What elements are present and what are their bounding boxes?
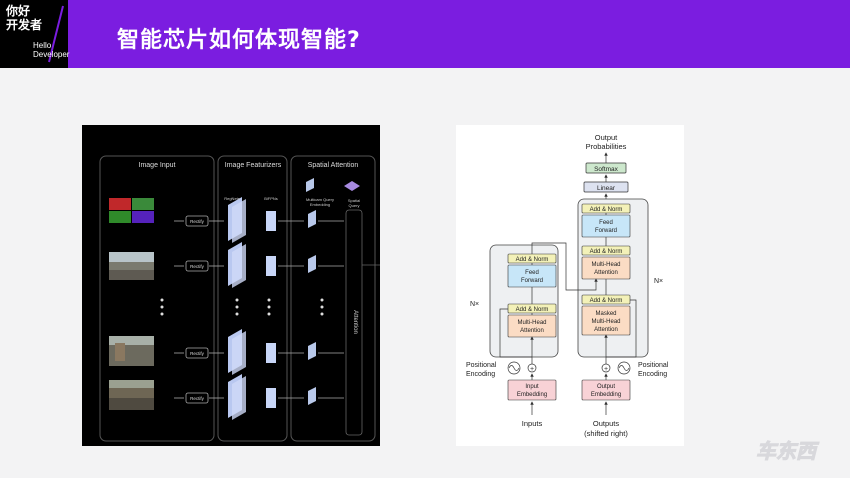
outputs-line2: (shifted right): [584, 429, 628, 438]
output-prob-line2: Probabilities: [586, 142, 627, 151]
dec-addnorm-1-label: Add & Norm: [590, 298, 623, 304]
watermark-text: 车东西: [756, 439, 820, 463]
decoder-nx-label: N×: [654, 278, 663, 285]
camera-image-2: [109, 252, 154, 280]
section-image-input: Image Input: [139, 162, 176, 169]
section-image-featurizers: Image Featurizers: [225, 162, 282, 169]
enc-ff-line2: Forward: [521, 278, 543, 284]
featurizer-box: [217, 155, 288, 442]
enc-mha-line1: Multi-Head: [517, 320, 546, 326]
dec-pos-line1: Positional: [638, 362, 669, 369]
watermark-logo: 车东西: [756, 439, 821, 464]
dec-masked-line3: Attention: [594, 327, 618, 333]
output-emb-line1: Output: [597, 384, 615, 390]
attention-arrows: [318, 220, 344, 399]
logo-cn-line1: 你好: [6, 4, 31, 18]
camera-image-1: [109, 198, 154, 223]
dec-add-icon: [601, 363, 611, 373]
enc-pos-line2: Encoding: [466, 371, 495, 378]
image-input-box: [99, 155, 215, 442]
inputs-label: Inputs: [522, 419, 543, 428]
dec-addnorm-2-label: Add & Norm: [590, 249, 623, 255]
logo-cn-line2: 开发者: [6, 18, 43, 32]
tesla-architecture-diagram: Image Input Image Featurizers Spatial At…: [82, 125, 380, 446]
svg-text:+: +: [604, 366, 608, 373]
rectify-label-4: Rectify: [190, 396, 205, 401]
camera-image-3: [109, 336, 154, 366]
spatial-attention-box: [290, 155, 376, 442]
outputs-line1: Outputs: [593, 419, 620, 428]
row-2: Rectify: [174, 242, 304, 288]
dec-masked-line2: Multi-Head: [591, 319, 620, 325]
input-emb-line1: Input: [525, 384, 539, 390]
dec-pos-line2: Encoding: [638, 371, 667, 378]
row-3: Rectify: [174, 329, 304, 375]
enc-mha-line2: Attention: [520, 328, 544, 334]
spatial-query-icon: [344, 181, 360, 191]
dec-mha-line2: Attention: [594, 270, 618, 276]
transformer-diagram: Output Probabilities Softmax Linear Add …: [456, 125, 684, 446]
output-emb-line2: Embedding: [591, 392, 621, 398]
rectify-label-2: Rectify: [190, 264, 205, 269]
dec-addnorm-3-label: Add & Norm: [590, 207, 623, 213]
input-emb-line2: Embedding: [517, 392, 547, 398]
attention-block: [345, 209, 363, 436]
spatial-query-line1: Spatial: [348, 198, 360, 203]
enc-pos-line1: Positional: [466, 362, 497, 369]
enc-ff-line1: Feed: [525, 270, 539, 276]
rectify-label-3: Rectify: [190, 351, 205, 356]
encoder-nx-label: N×: [470, 301, 479, 308]
regnets-label: RegNets: [224, 196, 240, 201]
enc-addnorm-2-label: Add & Norm: [516, 257, 549, 263]
attention-label: Attention: [352, 310, 358, 334]
linear-label: Linear: [597, 185, 616, 192]
query-cubes: [306, 178, 316, 405]
svg-text:+: +: [530, 366, 534, 373]
spatial-query-line2: Query: [349, 203, 360, 208]
dec-mha-line1: Multi-Head: [591, 262, 620, 268]
logo-en-line1: Hello: [33, 41, 52, 50]
multicam-query-line1: Multicam Query: [306, 197, 334, 202]
dec-masked-line1: Masked: [595, 311, 616, 317]
softmax-label: Softmax: [594, 166, 619, 173]
slide-title: 智能芯片如何体现智能?: [117, 28, 361, 53]
output-prob-line1: Output: [595, 133, 618, 142]
logo-en-line2: Developer: [33, 50, 70, 59]
ellipsis-dots: [160, 298, 324, 316]
dec-ff-line2: Forward: [595, 228, 617, 234]
enc-add-icon: [527, 363, 537, 373]
row-1: Rectify: [174, 197, 304, 243]
dec-ff-line1: Feed: [599, 220, 613, 226]
bifpns-label: BiFPNs: [264, 196, 278, 201]
rectify-label-1: Rectify: [190, 219, 205, 224]
camera-image-4: [109, 380, 154, 410]
section-spatial-attention: Spatial Attention: [308, 162, 359, 169]
logo-slash-icon: [48, 5, 64, 63]
enc-addnorm-1-label: Add & Norm: [516, 307, 549, 313]
multicam-query-line2: Embedding: [310, 202, 330, 207]
row-4: Rectify: [174, 374, 304, 420]
